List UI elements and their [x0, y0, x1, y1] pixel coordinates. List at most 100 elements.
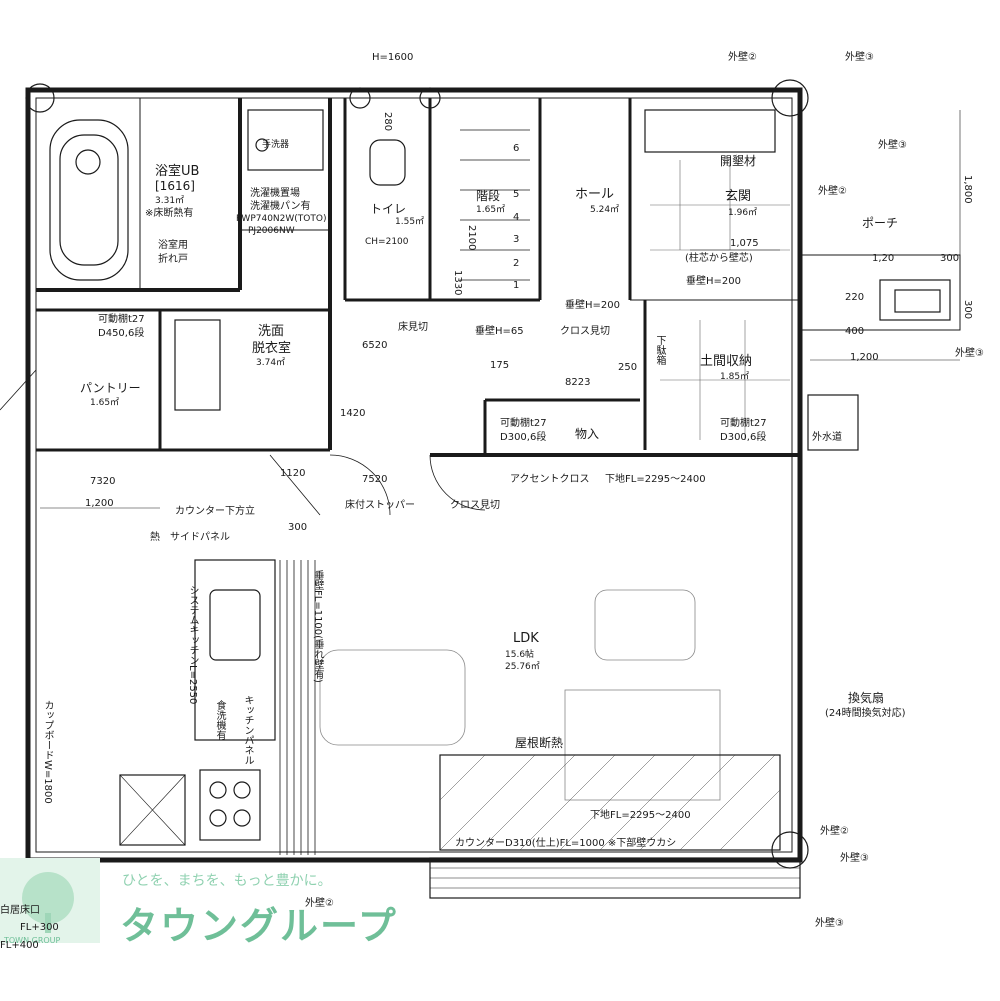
- shoebox: 下駄箱: [654, 335, 665, 365]
- dim-250: 250: [618, 362, 638, 373]
- washer-l1: 洗濯機パン有: [250, 201, 311, 212]
- logo-group: TOWN GROUP: [4, 936, 61, 945]
- table-outline: [319, 649, 466, 746]
- logo-sub3: FL+300: [20, 922, 59, 933]
- floor-cut: 床見切: [398, 322, 428, 333]
- logo-sub2: FL+400: [0, 940, 39, 951]
- logo-watermark: [0, 858, 400, 1001]
- insulation-area: [439, 754, 781, 851]
- dim-6520: 6520: [362, 340, 388, 351]
- ldk-tatami: 15.6帖: [505, 650, 535, 660]
- sink-area: 3.74㎡: [256, 358, 286, 368]
- dim-1420: 1420: [340, 408, 366, 419]
- side-panel: サイドパネル: [170, 532, 230, 543]
- dim-1200-a: 1,200: [85, 498, 114, 509]
- dim-8223: 8223: [565, 377, 591, 388]
- dishwasher: 食洗機有: [214, 700, 225, 740]
- washer-pan: [247, 109, 324, 171]
- cup-board: カップボードW=1800: [42, 700, 53, 804]
- dim-1330: 1330: [452, 270, 463, 296]
- shelf-dirt-2: D300,6段: [720, 432, 767, 443]
- stairs-area: 1.65㎡: [476, 205, 506, 215]
- kitchen-panel-hatch: [279, 560, 316, 855]
- dim-220: 220: [845, 292, 865, 303]
- entrance-area: 1.96㎡: [728, 208, 758, 218]
- shelf-storage-2: D300,6段: [500, 432, 547, 443]
- dim-175: 175: [490, 360, 510, 371]
- washer-drain: [255, 138, 269, 152]
- sofa-outline: [594, 589, 696, 661]
- ext3-b: 外壁③: [955, 348, 984, 359]
- dim-7520: 7520: [362, 474, 388, 485]
- shoebox-rack: [644, 109, 776, 153]
- dim-1200-c: 1,20: [872, 253, 895, 264]
- column: [349, 87, 371, 109]
- lower-fl: 下地FL=2295～2400: [605, 474, 706, 485]
- accent-cross: アクセントクロス: [510, 474, 590, 485]
- stair-step-3: 3: [513, 234, 520, 245]
- faucet: [75, 149, 101, 175]
- entrance-tile: 開墾材: [720, 154, 757, 168]
- pantry-area: 1.65㎡: [90, 398, 120, 408]
- bathtub: [49, 119, 129, 281]
- stairs-name: 階段: [476, 189, 501, 203]
- dim-7320: 7320: [90, 476, 116, 487]
- bath-size: [1616]: [155, 179, 195, 193]
- door-swing: [429, 454, 486, 511]
- shelf-dirt: 可動棚t27: [720, 418, 767, 429]
- pantry-name: パントリー: [80, 381, 141, 395]
- ldk-name: LDK: [513, 631, 539, 646]
- sink-name2: 脱衣室: [252, 341, 292, 356]
- ext3-a: 外壁③: [878, 140, 907, 151]
- dirt-storage-area: 1.85㎡: [720, 372, 750, 382]
- ventilation: 換気扇: [848, 691, 885, 705]
- water-meter-box: [807, 394, 859, 451]
- wall-h65: 垂壁H=65: [475, 326, 524, 337]
- bath-door-label: 浴室用: [158, 240, 188, 251]
- shelf-pantry: 可動棚t27: [98, 314, 145, 325]
- hall-name: ホール: [575, 187, 615, 202]
- dim-1200-b: 1,200: [850, 352, 879, 363]
- entrance-name: 玄関: [725, 189, 752, 204]
- shelf-pantry-2: D450,6段: [98, 328, 145, 339]
- stair-lines: [460, 129, 530, 281]
- bathtub-inner: [59, 134, 119, 266]
- ext2-b: 外壁②: [820, 826, 849, 837]
- kitchen-sink: [209, 589, 261, 661]
- system-kitchen: システムキッチンL=2550: [187, 585, 198, 705]
- toilet-water: 手洗器: [262, 140, 290, 150]
- cupboard: [119, 774, 186, 846]
- dim-1800: 1,800: [962, 175, 973, 204]
- cross-cut-2: クロス見切: [450, 500, 500, 511]
- bath-note: ※床断熱有: [145, 208, 194, 219]
- stair-step-2: 2: [513, 258, 520, 269]
- toilet-area: 1.55㎡: [395, 217, 425, 227]
- rug-outline: [564, 689, 721, 801]
- counter-hatch: [430, 867, 800, 889]
- heat-mark: 熱: [150, 532, 160, 543]
- hanging-wall: 垂壁FL=1100(垂れ壁有): [312, 570, 323, 683]
- ext2-bottom: 外壁②: [305, 898, 334, 909]
- dim-300-b: 300: [288, 522, 308, 533]
- dim-2100: 2100: [466, 225, 477, 251]
- stair-step-6: 6: [513, 143, 520, 154]
- door-swing: [329, 454, 391, 516]
- storage-name: 物入: [575, 427, 600, 441]
- ext2-top: 外壁②: [728, 52, 757, 63]
- bath-door-label2: 折れ戸: [158, 254, 188, 265]
- tile-grid: [650, 160, 790, 440]
- ext2-a: 外壁②: [818, 186, 847, 197]
- washer-title: 洗濯機置場: [250, 188, 300, 199]
- pillar-note: (柱芯から壁芯): [685, 253, 753, 264]
- ventilation-2: (24時間換気対応): [825, 708, 906, 719]
- counter-note: カウンターD310(仕上)FL=1000 ※下部壁ウカシ: [455, 838, 677, 849]
- dim-1075: 1,075: [730, 238, 759, 249]
- dim-280: 280: [382, 112, 393, 132]
- dim-300-c: 300: [962, 300, 973, 320]
- dirt-storage-name: 土間収納: [700, 354, 753, 369]
- ext3-top: 外壁③: [845, 52, 874, 63]
- note-h1600: H=1600: [372, 52, 414, 63]
- column: [771, 79, 809, 117]
- bath-area: 3.31㎡: [155, 196, 185, 206]
